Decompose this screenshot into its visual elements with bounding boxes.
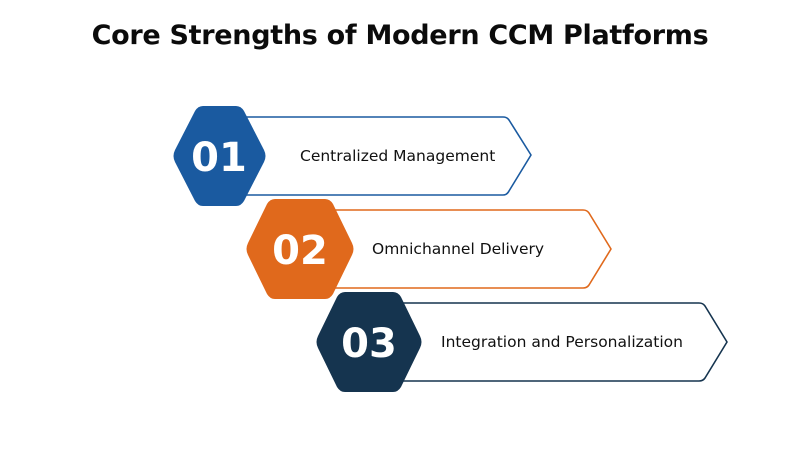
hexagon-icon-2 bbox=[246, 199, 354, 299]
diagram-title: Core Strengths of Modern CCM Platforms bbox=[91, 20, 709, 51]
step-label-2: Omnichannel Delivery bbox=[372, 240, 544, 258]
step-number-1: 01 bbox=[191, 135, 247, 181]
hexagon-icon-1 bbox=[173, 106, 266, 206]
step-label-1: Centralized Management bbox=[300, 147, 495, 165]
arrow-banner-2 bbox=[311, 209, 612, 289]
arrow-banner-3 bbox=[384, 302, 728, 382]
step-item-3: 03 Integration and Personalization bbox=[316, 292, 728, 392]
step-item-1: 01 Centralized Management bbox=[173, 106, 532, 206]
hexagon-icon-3 bbox=[316, 292, 422, 392]
step-number-3: 03 bbox=[341, 321, 397, 367]
arrow-banner-1 bbox=[239, 116, 532, 196]
step-number-2: 02 bbox=[272, 228, 328, 274]
step-label-3: Integration and Personalization bbox=[441, 333, 683, 351]
step-item-2: 02 Omnichannel Delivery bbox=[246, 199, 612, 299]
